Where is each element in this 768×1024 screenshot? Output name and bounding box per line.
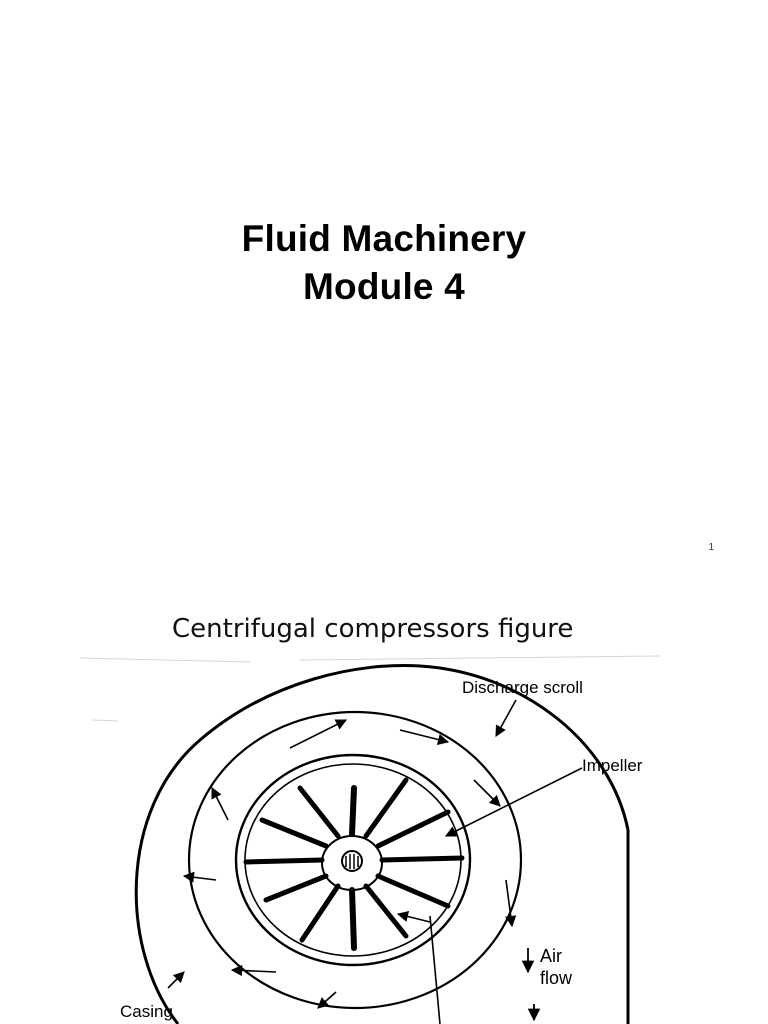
impeller-outer [234,753,472,967]
centrifugal-compressor-diagram [79,655,661,1024]
label-discharge-scroll: Discharge scroll [462,678,583,697]
label-casing: Casing [120,1002,173,1021]
label-flow: flow [540,968,573,988]
hub [321,835,383,891]
casing-outline [134,664,630,1024]
scan-noise [79,655,661,722]
slide-1: Fluid Machinery Module 4 1 [0,215,768,553]
slide-title: Fluid Machinery [241,218,527,259]
label-impeller: Impeller [582,756,643,775]
slide-2: Centrifugal compressors figure Discharge… [0,580,768,1024]
slide-subtitle: Module 4 [303,266,465,307]
page-number: 1 [708,542,714,553]
figure-title: Centrifugal compressors figure [172,614,574,644]
shaft [341,850,363,872]
leader-lines [167,699,583,1024]
title-block: Fluid Machinery Module 4 [0,215,768,311]
impeller-blades [243,777,465,951]
flow-arrows [182,719,517,1009]
air-flow-arrows [521,948,541,1022]
shaft-hatch [345,854,359,869]
diffuser-ring [187,710,523,1010]
label-air: Air [540,946,562,966]
